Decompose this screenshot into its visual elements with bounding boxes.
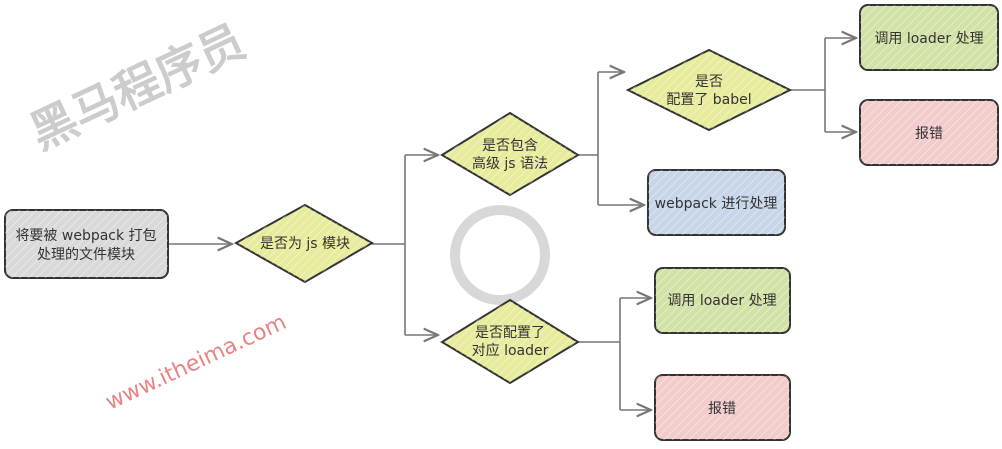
- node-loader-bottom-label: 调用 loader 处理: [667, 293, 776, 309]
- edge-hasadv-branches: [578, 72, 599, 205]
- decision-has-adv-line1: 是否包含: [482, 138, 538, 154]
- decision-babel-line1: 是否: [695, 74, 723, 90]
- node-webpack-process: webpack 进行处理: [647, 169, 786, 236]
- node-loader-top: 调用 loader 处理: [859, 4, 999, 71]
- watermark-logo-icon: [450, 205, 550, 305]
- node-error-bottom-label: 报错: [708, 401, 736, 417]
- edges: [168, 38, 856, 410]
- decision-is-js: 是否为 js 模块: [233, 203, 375, 284]
- watermark-url: www.itheima.com: [102, 310, 290, 416]
- node-error-top: 报错: [859, 99, 999, 166]
- watermark-brand: 黑马程序员: [22, 14, 253, 160]
- node-start: 将要被 webpack 打包 处理的文件模块: [4, 209, 169, 279]
- edge-cfgloader-branches: [578, 298, 621, 410]
- node-webpack-label: webpack 进行处理: [655, 196, 778, 212]
- decision-cfg-loader-line1: 是否配置了: [475, 325, 545, 341]
- decision-config-loader: 是否配置了 对应 loader: [440, 298, 580, 385]
- node-error-top-label: 报错: [915, 126, 943, 142]
- decision-is-js-label: 是否为 js 模块: [260, 236, 350, 252]
- edge-babel-branches: [790, 38, 826, 132]
- node-loader-top-label: 调用 loader 处理: [874, 31, 983, 47]
- node-start-line2: 处理的文件模块: [37, 247, 135, 263]
- node-start-line1: 将要被 webpack 打包: [15, 227, 156, 244]
- decision-has-advanced-syntax: 是否包含 高级 js 语法: [440, 111, 580, 197]
- decision-babel: 是否 配置了 babel: [625, 48, 793, 132]
- node-loader-bottom: 调用 loader 处理: [654, 267, 791, 334]
- node-error-bottom: 报错: [654, 374, 791, 441]
- decision-cfg-loader-line2: 对应 loader: [472, 342, 549, 359]
- decision-babel-line2: 配置了 babel: [666, 92, 751, 108]
- decision-has-adv-line2: 高级 js 语法: [472, 155, 548, 172]
- edge-isjs-branches: [372, 155, 406, 335]
